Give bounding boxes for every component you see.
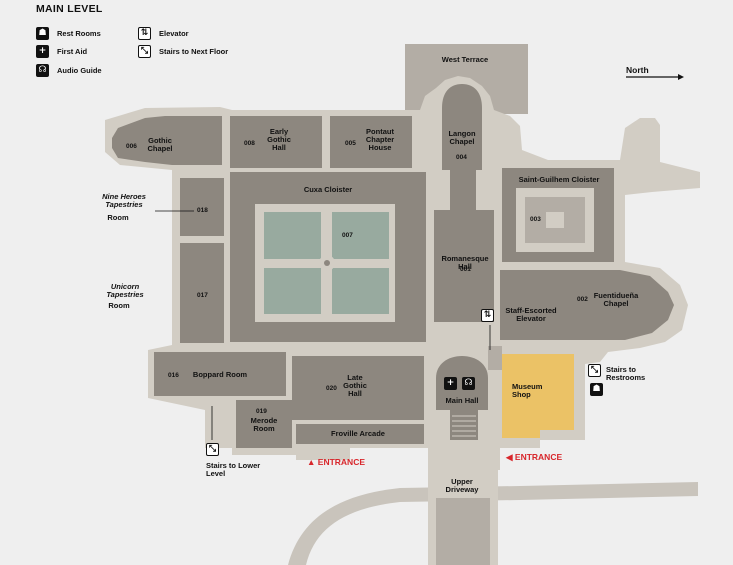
garden-ne: [332, 212, 389, 259]
label-stairs-restrooms: Stairs to Restrooms: [606, 365, 646, 382]
room-boppard: [154, 352, 286, 396]
label-nine-heroes: Nine Heroes Tapestries: [102, 192, 146, 209]
first-aid-main-icon: +: [444, 377, 457, 390]
num-langon: 004: [456, 154, 467, 161]
label-west-terrace: West Terrace: [441, 55, 489, 64]
label-cuxa: Cuxa Cloister: [303, 185, 353, 194]
entrance-right[interactable]: ◀ ENTRANCE: [506, 452, 563, 462]
entrance-left[interactable]: ▲ ENTRANCE: [307, 457, 365, 467]
num-unicorn: 017: [197, 292, 208, 299]
num-merode: 019: [256, 408, 267, 415]
num-boppard: 016: [168, 372, 179, 379]
room-fuentiduena-chapel: [500, 270, 674, 340]
stairs-lower-icon: ⤡: [206, 443, 219, 456]
room-merode: [236, 400, 292, 448]
legend-audio-guide: Audio Guide: [57, 66, 102, 75]
garden-nw: [264, 212, 321, 259]
label-main-hall: Main Hall: [445, 396, 479, 405]
label-gothic-chapel: Gothic Chapel: [147, 136, 173, 153]
room-late-gothic-hall: [292, 356, 424, 420]
legend-stairs-next: Stairs to Next Floor: [159, 47, 229, 56]
legend-first-aid: First Aid: [57, 47, 88, 56]
room-museum-shop: [502, 354, 574, 438]
label-boppard: Boppard Room: [192, 370, 248, 379]
label-upper-driveway: Upper Driveway: [445, 477, 479, 494]
stairs-restrooms-icon: ⤡: [588, 364, 601, 377]
room-froville-arcade: [296, 424, 424, 444]
label-pontaut: Pontaut Chapter House: [365, 127, 395, 152]
num-late-gothic: 020: [326, 385, 337, 392]
room-early-gothic-hall: [230, 116, 322, 168]
restroom-map-icon: ☗: [590, 383, 603, 396]
garden-sw: [264, 268, 321, 314]
garden-se: [332, 268, 389, 314]
elevator-icon: ⇅: [138, 27, 151, 40]
num-early-gothic: 008: [244, 140, 255, 147]
legend-title: MAIN LEVEL: [36, 3, 103, 15]
num-fuentiduena: 002: [577, 296, 588, 303]
room-gothic-chapel: [112, 116, 222, 165]
label-late-gothic: Late Gothic Hall: [343, 373, 367, 398]
label-unicorn-room: Room: [108, 301, 130, 310]
label-merode: Merode Room: [250, 416, 278, 433]
label-saint-guilhem: Saint-Guilhem Cloister: [518, 175, 600, 184]
legend-rest-rooms: Rest Rooms: [57, 29, 101, 38]
stairs-icon: ⤡: [138, 45, 151, 58]
label-staff-elevator: Staff-Escorted Elevator: [505, 306, 557, 323]
label-nine-heroes-room: Room: [107, 213, 129, 222]
stairs-main-hall: [452, 415, 476, 437]
driveway-road: [288, 482, 698, 565]
legend-elevator: Elevator: [159, 29, 189, 38]
num-nine-heroes: 018: [197, 207, 208, 214]
room-nine-heroes: [180, 178, 224, 236]
room-romanesque-hall: [434, 210, 494, 322]
label-froville: Froville Arcade: [331, 429, 385, 438]
label-museum-shop: Museum Shop: [512, 382, 543, 399]
north-label: North: [626, 65, 649, 75]
num-cuxa: 007: [342, 232, 353, 239]
label-early-gothic: Early Gothic Hall: [267, 127, 291, 152]
label-langon: Langon Chapel: [448, 129, 476, 146]
label-stairs-lower: Stairs to Lower Level: [206, 461, 261, 478]
num-gothic-chapel: 006: [126, 143, 137, 150]
audio-guide-icon: ☊: [36, 64, 49, 77]
num-romanesque: 001: [460, 266, 471, 273]
north-arrow: [626, 74, 684, 80]
label-unicorn: Unicorn Tapestries: [106, 282, 144, 299]
first-aid-icon: +: [36, 45, 49, 58]
restroom-icon: ☗: [36, 27, 49, 40]
room-langon-chapel: [442, 84, 482, 170]
label-fuentiduena: Fuentidueña Chapel: [593, 291, 639, 308]
room-pontaut-chapter-house: [330, 116, 412, 168]
label-romanesque: Romanesque Hall: [441, 254, 489, 271]
staff-elevator-icon: ⇅: [481, 309, 494, 322]
num-pontaut: 005: [345, 140, 356, 147]
room-unicorn: [180, 243, 224, 343]
num-saint-guilhem: 003: [530, 216, 541, 223]
audio-guide-main-icon: ☊: [462, 377, 475, 390]
